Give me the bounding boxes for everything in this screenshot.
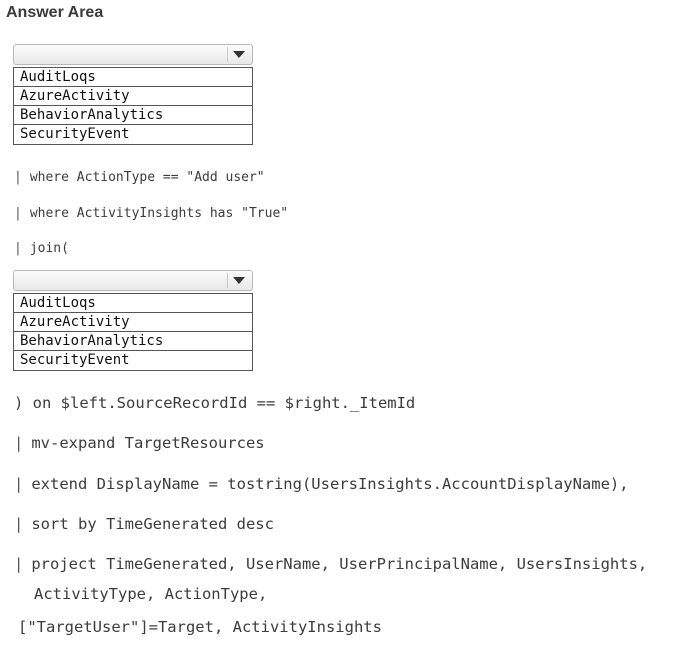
query-line-7-text: sort by TimeGenerated desc	[31, 515, 274, 533]
pipe-symbol: |	[14, 206, 22, 221]
query-line-2-text: where ActivityInsights has "True"	[29, 206, 289, 221]
answer-area-title: Answer Area	[6, 4, 104, 21]
query-line-where-actiontype: | where ActionType == "Add user"	[14, 170, 265, 185]
chevron-down-icon[interactable]	[227, 47, 250, 62]
dropdown-1-option-behavioranalytics[interactable]: BehaviorAnalytics	[14, 106, 252, 125]
query-line-sort: | sort by TimeGenerated desc	[14, 515, 274, 533]
query-line-mv-expand: | mv-expand TargetResources	[14, 434, 265, 452]
query-line-where-activityinsights: | where ActivityInsights has "True"	[14, 206, 288, 221]
dropdown-1-option-auditlogs[interactable]: AuditLoqs	[14, 68, 252, 87]
dropdown-1-option-azureactivity[interactable]: AzureActivity	[14, 87, 252, 106]
query-line-3-text: join(	[29, 241, 69, 256]
dropdown-1-option-securityevent[interactable]: SecurityEvent	[20, 126, 130, 142]
dropdown-2-option-securityevent[interactable]: SecurityEvent	[20, 352, 130, 368]
query-line-project: | project TimeGenerated, UserName, UserPr…	[14, 555, 647, 573]
chevron-down-icon[interactable]	[227, 273, 250, 288]
query-line-project-continued: ActivityType, ActionType,	[34, 585, 268, 603]
query-line-6-text: extend DisplayName = tostring(UsersInsig…	[31, 475, 629, 493]
query-line-project-target: ["TargetUser"]=Target, ActivityInsights	[18, 618, 382, 636]
dropdown-1-select[interactable]	[13, 44, 253, 65]
pipe-symbol: |	[14, 434, 24, 452]
query-line-1-text: where ActionType == "Add user"	[29, 170, 265, 185]
pipe-symbol: |	[14, 170, 22, 185]
dropdown-1-options: AuditLoqs AzureActivity BehaviorAnalytic…	[13, 67, 253, 145]
query-line-join: | join(	[14, 241, 69, 256]
pipe-symbol: |	[14, 515, 24, 533]
dropdown-2-options: AuditLoqs AzureActivity BehaviorAnalytic…	[13, 293, 253, 371]
table-dropdown-1[interactable]: AuditLoqs AzureActivity BehaviorAnalytic…	[13, 44, 253, 145]
query-line-5-text: mv-expand TargetResources	[31, 434, 265, 452]
pipe-symbol: |	[14, 475, 24, 493]
dropdown-2-option-behavioranalytics[interactable]: BehaviorAnalytics	[14, 332, 252, 351]
query-line-8-text: project TimeGenerated, UserName, UserPri…	[31, 555, 648, 573]
query-line-extend: | extend DisplayName = tostring(UsersInsi…	[14, 475, 629, 493]
query-line-on-join-keys: ) on $left.SourceRecordId == $right._Ite…	[14, 394, 416, 412]
dropdown-2-option-auditlogs[interactable]: AuditLoqs	[14, 294, 252, 313]
dropdown-2-option-azureactivity[interactable]: AzureActivity	[14, 313, 252, 332]
pipe-symbol: |	[14, 555, 24, 573]
pipe-symbol: |	[14, 241, 22, 256]
table-dropdown-2[interactable]: AuditLoqs AzureActivity BehaviorAnalytic…	[13, 270, 253, 371]
dropdown-2-select[interactable]	[13, 270, 253, 291]
